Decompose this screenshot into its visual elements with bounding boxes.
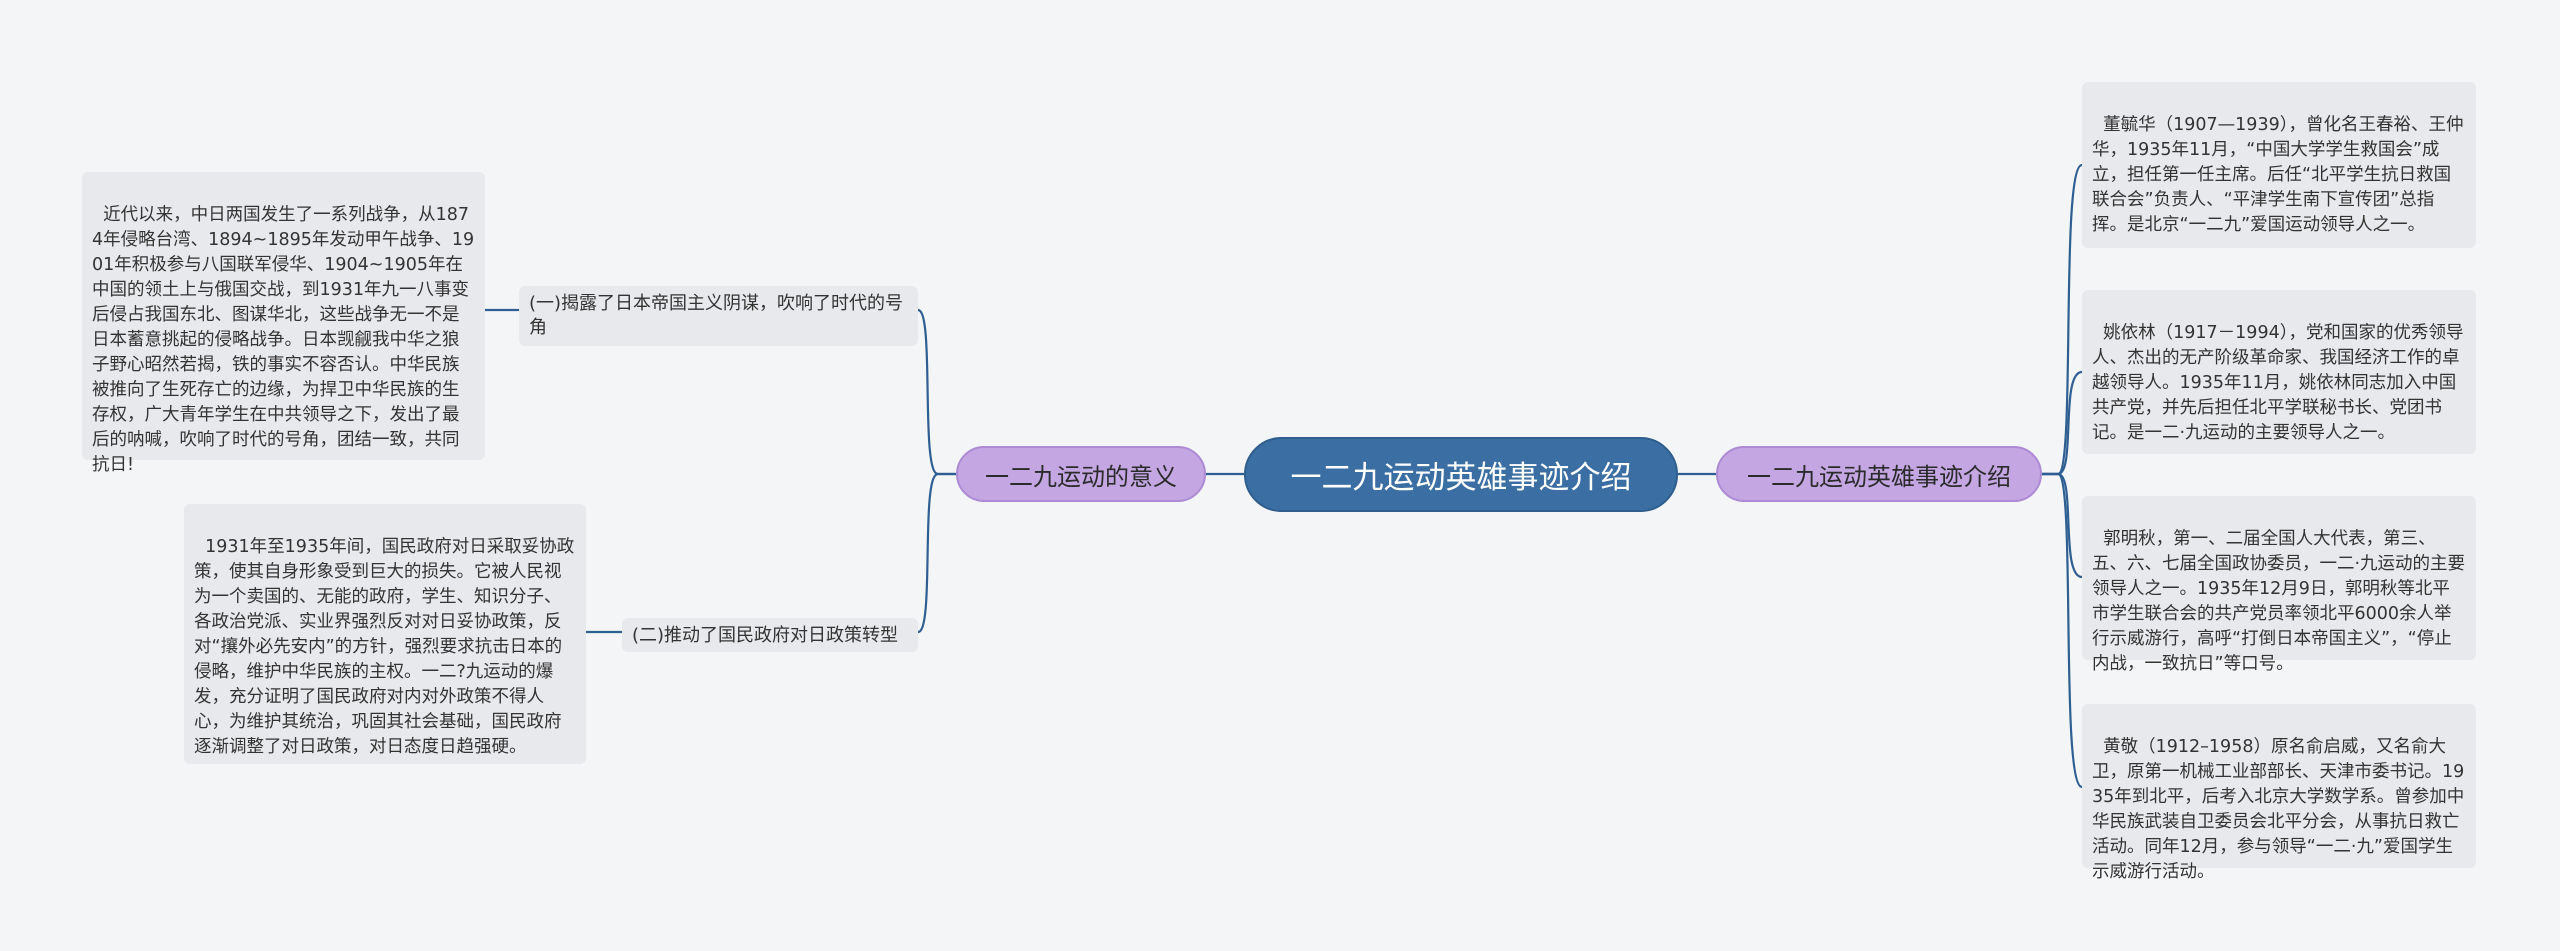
connector-right-leaf2 <box>2042 370 2083 476</box>
sub-node-label: (二)推动了国民政府对日政策转型 <box>632 625 899 646</box>
connector-right-leaf4 <box>2042 472 2084 789</box>
connector-left-sub1 <box>917 308 956 476</box>
leaf-huang-jing: 黄敬（1912–1958）原名俞启威，又名俞大卫，原第一机械工业部部长、天津市委… <box>2082 704 2476 882</box>
branch-node-heroes[interactable]: 一二九运动英雄事迹介绍 <box>1716 446 2042 502</box>
detail-text: 1931年至1935年间，国民政府对日采取妥协政策，使其自身形象受到巨大的损失。… <box>194 537 575 757</box>
sub-node-label: (一)揭露了日本帝国主义阴谋，吹响了时代的号角 <box>529 293 904 338</box>
root-label: 一二九运动英雄事迹介绍 <box>1290 460 1632 496</box>
connector-right-leaf1 <box>2042 163 2084 476</box>
leaf-text: 郭明秋，第一、二届全国人大代表，第三、五、六、七届全国政协委员，一二·九运动的主… <box>2092 529 2466 674</box>
leaf-text: 姚依林（1917－1994），党和国家的优秀领导人、杰出的无产阶级革命家、我国经… <box>2092 323 2464 443</box>
detail-text: 近代以来，中日两国发生了一系列战争，从1874年侵略台湾、1894~1895年发… <box>92 205 475 475</box>
branch-label: 一二九运动的意义 <box>985 462 1177 491</box>
leaf-yao-yilin: 姚依林（1917－1994），党和国家的优秀领导人、杰出的无产阶级革命家、我国经… <box>2082 290 2476 454</box>
branch-label: 一二九运动英雄事迹介绍 <box>1747 462 2011 491</box>
sub-node-expose-plot[interactable]: (一)揭露了日本帝国主义阴谋，吹响了时代的号角 <box>519 286 918 346</box>
detail-box-history: 近代以来，中日两国发生了一系列战争，从1874年侵略台湾、1894~1895年发… <box>82 172 485 475</box>
connector-left-sub2 <box>917 472 956 634</box>
connector-right-leaf3 <box>2042 472 2083 579</box>
leaf-text: 董毓华（1907—1939），曾化名王春裕、王仲华，1935年11月，“中国大学… <box>2092 115 2464 235</box>
detail-box-policy: 1931年至1935年间，国民政府对日采取妥协政策，使其自身形象受到巨大的损失。… <box>184 504 586 764</box>
leaf-guo-mingqiu: 郭明秋，第一、二届全国人大代表，第三、五、六、七届全国政协委员，一二·九运动的主… <box>2082 496 2476 674</box>
sub-node-policy-shift[interactable]: (二)推动了国民政府对日政策转型 <box>622 618 918 652</box>
leaf-dong-yuhua: 董毓华（1907—1939），曾化名王春裕、王仲华，1935年11月，“中国大学… <box>2082 82 2476 248</box>
root-node[interactable]: 一二九运动英雄事迹介绍 <box>1244 437 1678 512</box>
branch-node-significance[interactable]: 一二九运动的意义 <box>956 446 1206 502</box>
leaf-text: 黄敬（1912–1958）原名俞启威，又名俞大卫，原第一机械工业部部长、天津市委… <box>2092 737 2465 882</box>
